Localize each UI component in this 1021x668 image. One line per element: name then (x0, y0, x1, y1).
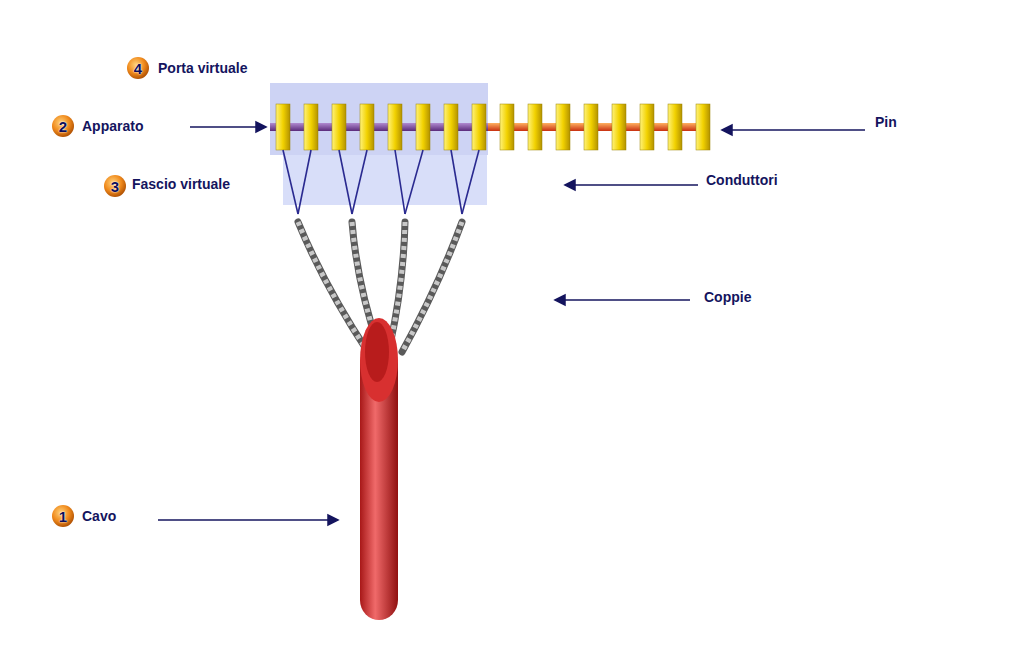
pin (472, 104, 486, 150)
pin (444, 104, 458, 150)
part-label: Pin (875, 114, 897, 130)
pin (696, 104, 710, 150)
pin (500, 104, 514, 150)
virtual-port-region (270, 83, 488, 155)
pin (388, 104, 402, 150)
part-label: Fascio virtuale (132, 176, 230, 192)
callout-balls (52, 57, 149, 527)
callout-number: 1 (59, 508, 67, 525)
part-label: Apparato (82, 118, 143, 134)
callout-number: 3 (111, 178, 119, 195)
cable-end (365, 322, 389, 382)
leader-arrows (158, 122, 865, 525)
pin (640, 104, 654, 150)
callout-number: 2 (59, 118, 67, 135)
pin (528, 104, 542, 150)
conductors (283, 150, 479, 214)
conductor (462, 150, 479, 214)
pin (360, 104, 374, 150)
conductor (395, 150, 405, 214)
part-label: Cavo (82, 508, 116, 524)
pin (556, 104, 570, 150)
pin (612, 104, 626, 150)
conductor (298, 150, 311, 214)
twist-texture (390, 222, 405, 345)
pin (668, 104, 682, 150)
pin (332, 104, 346, 150)
conductor (451, 150, 462, 214)
conductor (352, 150, 367, 214)
pin (584, 104, 598, 150)
twist-texture (402, 222, 462, 352)
twisted-pair (390, 222, 405, 345)
callout-number: 4 (134, 60, 142, 77)
conductor (405, 150, 423, 214)
cable-end (360, 318, 398, 402)
conductor (339, 150, 352, 214)
pin (304, 104, 318, 150)
part-label: Coppie (704, 289, 751, 305)
pin (416, 104, 430, 150)
conductor (283, 150, 298, 214)
pin-row (276, 104, 710, 150)
pin (276, 104, 290, 150)
part-label: Conduttori (706, 172, 778, 188)
twisted-pair (402, 222, 462, 352)
part-label: Porta virtuale (158, 60, 247, 76)
